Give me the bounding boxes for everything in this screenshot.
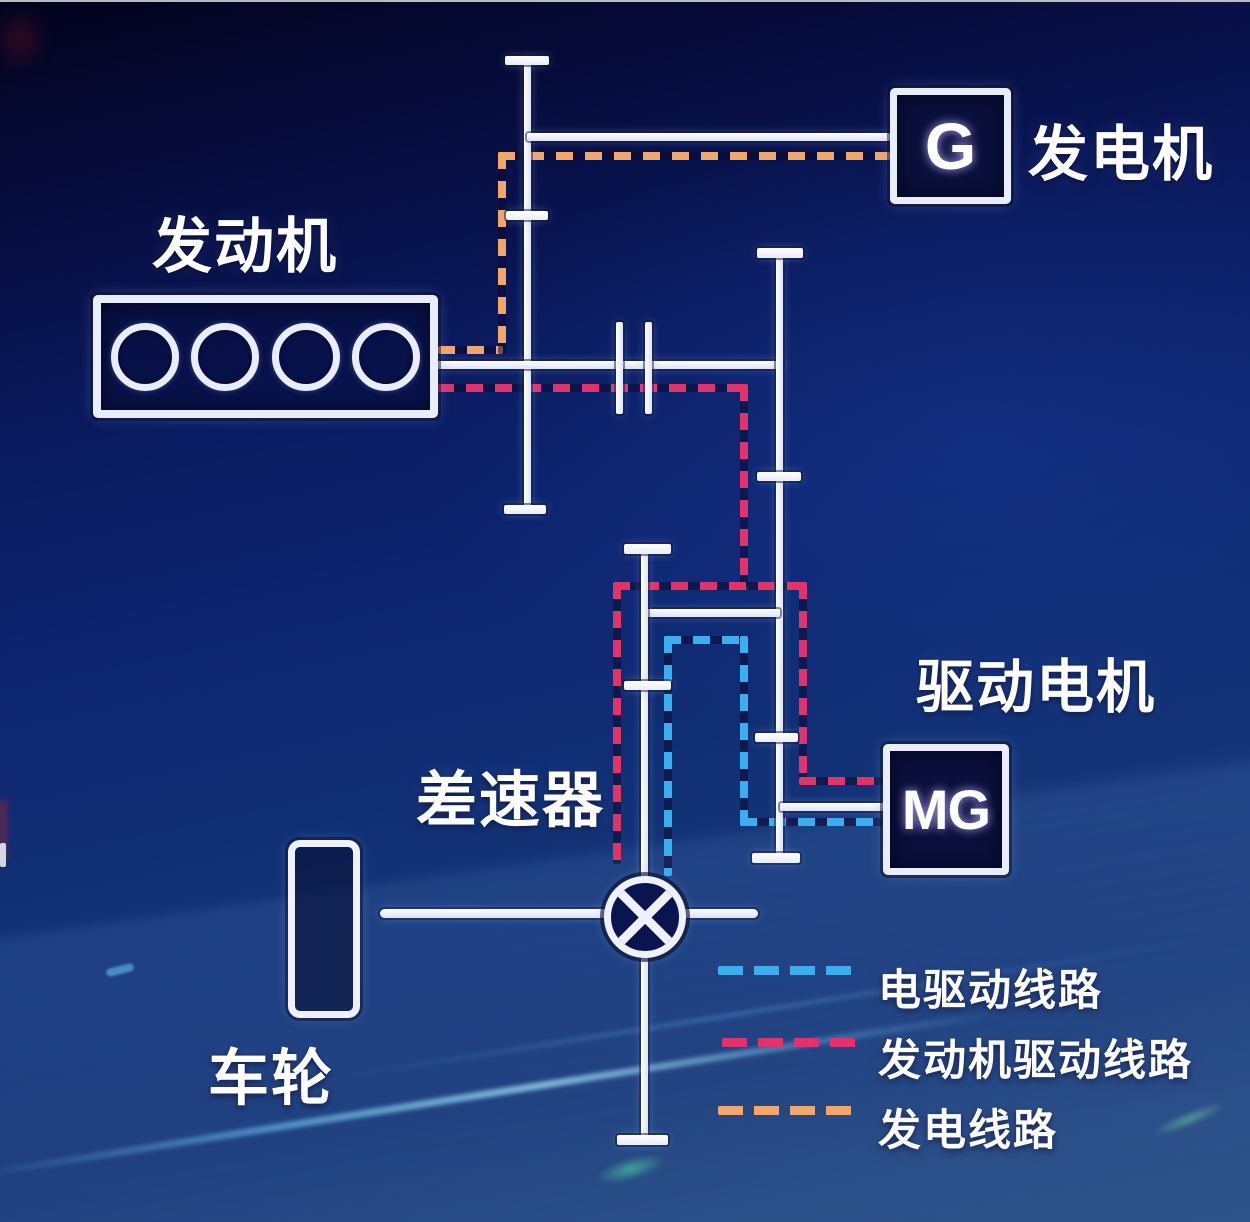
engine-drive-line-cross — [613, 582, 807, 590]
gear-cap — [505, 56, 549, 65]
engine-drive-line-to-motor — [799, 777, 884, 785]
gear-cap — [757, 248, 803, 258]
engine-cylinder-icon — [271, 322, 340, 391]
gear-tick — [506, 211, 548, 220]
legend-generation-label: 发电线路 — [878, 1107, 1058, 1155]
generator-shaft — [527, 133, 890, 141]
bg-artifact — [0, 800, 8, 860]
generation-line-to-generator — [498, 152, 890, 160]
counter-shaft — [776, 253, 783, 861]
gear-tick — [757, 472, 801, 481]
electric-drive-line-to-differential — [664, 636, 672, 876]
differential-label: 差速器 — [416, 766, 606, 834]
motor-shaft — [780, 803, 884, 811]
electric-drive-line-top — [664, 636, 748, 644]
engine-drive-line-top — [437, 384, 748, 392]
gear-pair-bar — [616, 322, 623, 414]
final-drive-shaft — [641, 549, 648, 1143]
wheel-label: 车轮 — [208, 1044, 335, 1112]
engine-node — [93, 295, 438, 418]
electric-drive-line-riser — [740, 636, 748, 826]
drive-motor-node: MG — [883, 744, 1009, 875]
engine-drive-line-right-drop — [799, 582, 807, 785]
legend-engine-drive-label: 发动机驱动线路 — [878, 1037, 1193, 1085]
gear-cap — [617, 1135, 668, 1145]
electric-drive-line-to-motor — [740, 818, 884, 826]
engine-drive-line-drop — [740, 384, 748, 590]
engine-cylinder-icon — [351, 322, 420, 391]
legend-generation-swatch — [718, 1106, 852, 1115]
generator-node: G — [890, 88, 1011, 204]
axle-shaft — [380, 909, 758, 918]
drive-motor-label: 驱动电机 — [916, 655, 1157, 720]
gear-cap — [504, 505, 546, 514]
gear-cap — [752, 853, 800, 863]
engine-drive-line-to-differential — [613, 582, 621, 864]
bg-artifact — [0, 6, 48, 72]
engine-cylinder-icon — [191, 322, 260, 391]
gear-connector-shaft — [645, 609, 780, 617]
gear-cap — [624, 544, 671, 554]
top-hairline — [0, 0, 1250, 2]
drive-motor-symbol: MG — [901, 778, 991, 841]
differential-node — [604, 876, 686, 958]
wheel-node — [288, 840, 360, 1018]
generation-line-engine-stub — [438, 346, 503, 354]
generation-line-riser — [498, 152, 506, 354]
legend-engine-drive-swatch — [722, 1038, 856, 1047]
gear-pair-bar — [645, 322, 652, 414]
gear-tick — [755, 733, 798, 742]
engine-label: 发动机 — [152, 213, 338, 280]
bg-artifact — [0, 843, 6, 867]
gear-tick — [624, 681, 671, 690]
input-shaft — [524, 58, 531, 514]
generator-label: 发电机 — [1028, 121, 1214, 188]
engine-cylinder-icon — [111, 322, 180, 391]
generator-symbol: G — [924, 109, 977, 183]
legend-electric-drive-swatch — [718, 966, 852, 975]
legend-electric-drive-label: 电驱动线路 — [878, 967, 1103, 1015]
engine-output-shaft — [437, 361, 783, 369]
